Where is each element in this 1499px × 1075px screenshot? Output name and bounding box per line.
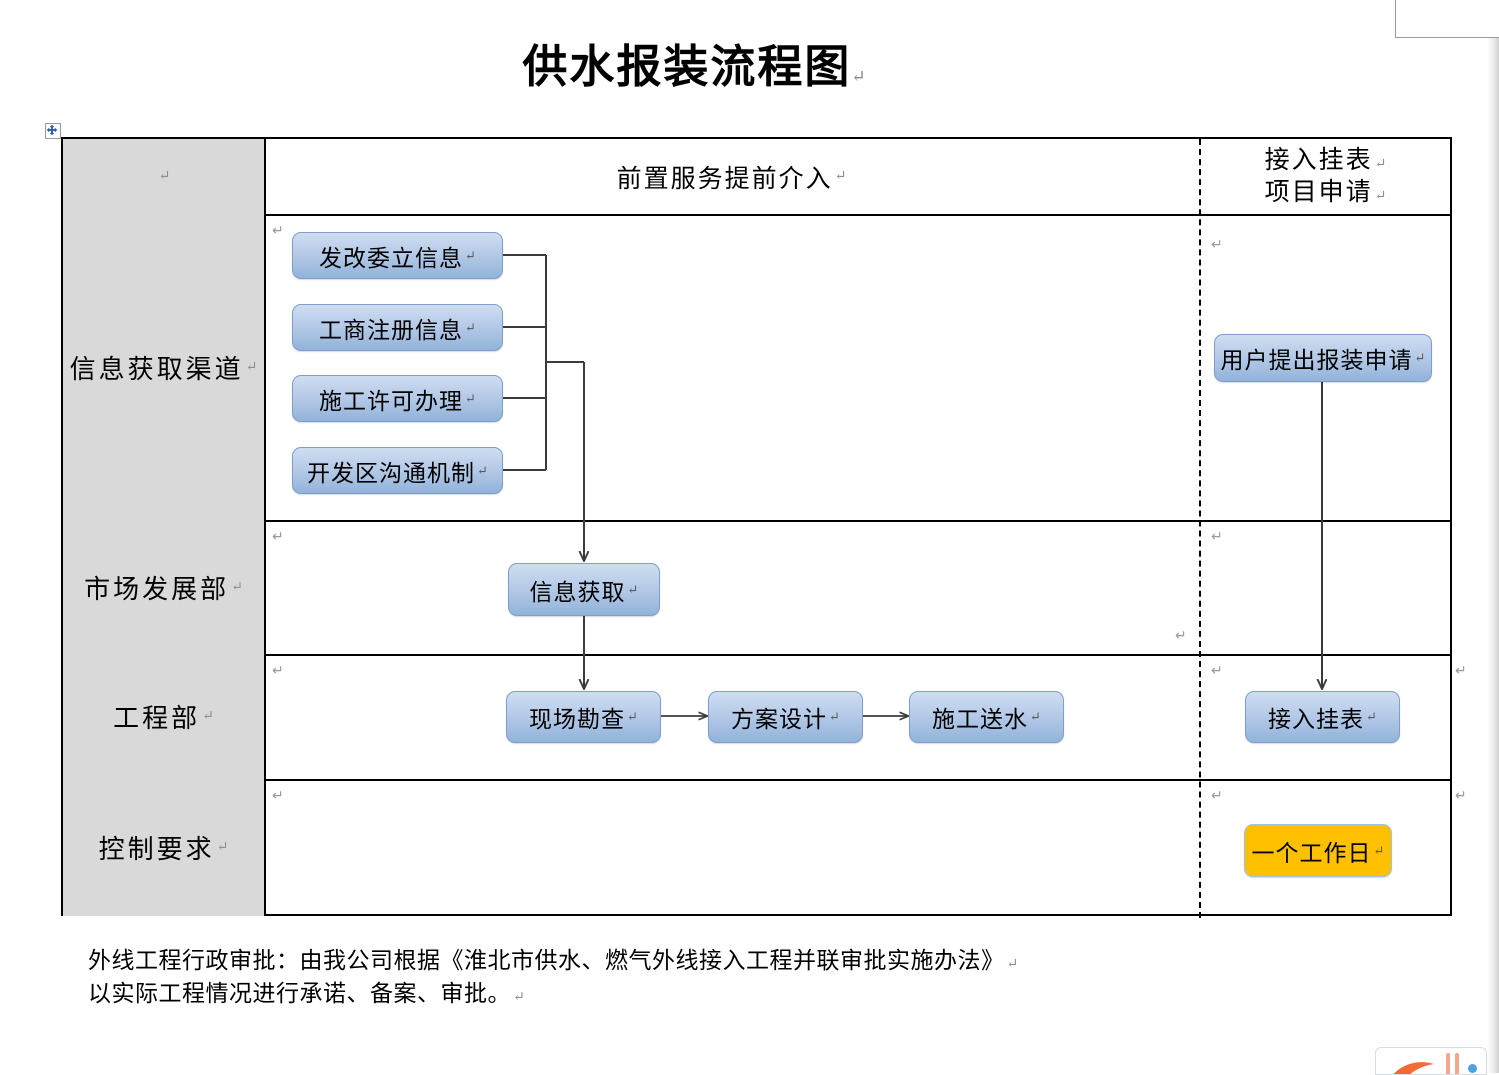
pilcrow-mark: ↵ <box>231 579 243 595</box>
pilcrow-mark: ↵ <box>851 67 868 86</box>
node-label: 方案设计 <box>731 707 828 732</box>
pilcrow-mark: ↵ <box>627 581 639 597</box>
pilcrow-mark: ↵ <box>272 222 284 238</box>
node-scheme-design[interactable]: 方案设计↵ <box>708 691 863 743</box>
node-meter-connection[interactable]: 接入挂表↵ <box>1245 691 1400 743</box>
header-phase-right-line2: 项目申请 <box>1264 178 1373 206</box>
pilcrow-mark: ↵ <box>1374 188 1387 204</box>
header-phase-left-label: 前置服务提前介入 <box>616 165 833 193</box>
page-title: 供水报装流程图↵ <box>0 30 1390 95</box>
pilcrow-mark: ↵ <box>834 169 847 184</box>
node-source-channel-3[interactable]: 施工许可办理↵ <box>292 375 503 422</box>
node-label: 用户提出报装申请 <box>1220 348 1413 373</box>
page-right-edge <box>1481 0 1499 1073</box>
pilcrow-mark: ↵ <box>627 709 638 724</box>
move-cross-icon <box>46 124 58 136</box>
row-separator-2 <box>63 520 1450 522</box>
icon-bar-2 <box>1455 1053 1459 1074</box>
node-label: 施工许可办理 <box>319 388 464 414</box>
row-label-text: 工程部 <box>113 704 201 733</box>
pilcrow-mark: ↵ <box>1211 787 1223 803</box>
pilcrow-mark: ↵ <box>513 990 525 1006</box>
header-corner-cell: ↵ <box>63 139 264 214</box>
node-label: 工商注册信息 <box>319 317 464 343</box>
pilcrow-mark: ↵ <box>1211 528 1223 544</box>
pilcrow-mark: ↵ <box>829 709 840 724</box>
node-label: 一个工作日 <box>1251 840 1372 866</box>
header-phase-right: 接入挂表↵ 项目申请↵ <box>1199 139 1452 214</box>
row-label-engineering: 工程部↵ <box>63 654 264 779</box>
pilcrow-mark: ↵ <box>1455 787 1467 803</box>
pilcrow-mark: ↵ <box>272 787 284 803</box>
node-label: 开发区沟通机制 <box>307 460 476 486</box>
icon-bar-1 <box>1446 1053 1450 1074</box>
row-label-text: 控制要求 <box>98 835 215 864</box>
pilcrow-mark: ↵ <box>1030 709 1041 724</box>
node-user-application[interactable]: 用户提出报装申请↵ <box>1214 334 1432 382</box>
pilcrow-mark: ↵ <box>1366 709 1377 724</box>
phase-divider-dashed <box>1199 139 1201 918</box>
footer-line-1: 外线工程行政审批：由我公司根据《淮北市供水、燃气外线接入工程并联审批实施办法》 <box>88 948 1005 973</box>
table-move-handle[interactable] <box>45 123 61 139</box>
icon-dot <box>1468 1064 1477 1073</box>
row-separator-3 <box>63 654 1450 656</box>
node-label: 接入挂表 <box>1268 707 1365 732</box>
row-label-market-development: 市场发展部↵ <box>63 520 264 654</box>
pilcrow-mark: ↵ <box>1373 842 1385 858</box>
node-label: 信息获取 <box>529 579 626 605</box>
node-source-channel-1[interactable]: 发改委立信息↵ <box>292 232 503 279</box>
pilcrow-mark: ↵ <box>1006 957 1019 972</box>
pilcrow-mark: ↵ <box>1414 350 1426 365</box>
node-source-channel-2[interactable]: 工商注册信息↵ <box>292 304 503 351</box>
pilcrow-mark: ↵ <box>465 247 476 263</box>
page-corner-marker <box>1395 0 1499 38</box>
page-title-text: 供水报装流程图 <box>522 42 852 92</box>
column-separator-label <box>264 139 266 914</box>
row-separator-4 <box>63 779 1450 781</box>
row-label-text: 市场发展部 <box>84 574 230 604</box>
node-site-survey[interactable]: 现场勘查↵ <box>506 691 661 743</box>
node-control-requirement[interactable]: 一个工作日↵ <box>1244 824 1392 877</box>
footer-line-2: 以实际工程情况进行承诺、备案、审批。 <box>88 981 511 1007</box>
pilcrow-mark: ↵ <box>216 840 229 855</box>
row-label-control-requirement: 控制要求↵ <box>63 779 264 916</box>
row-separator-1 <box>63 214 1450 216</box>
pilcrow-mark: ↵ <box>1211 662 1223 678</box>
pilcrow-mark: ↵ <box>465 319 476 335</box>
row-label-text: 信息获取渠道 <box>69 354 244 384</box>
taskbar-app-icon[interactable] <box>1375 1047 1487 1075</box>
pilcrow-mark: ↵ <box>272 528 284 544</box>
pilcrow-mark: ↵ <box>272 662 284 678</box>
pilcrow-mark: ↵ <box>1374 157 1387 173</box>
pilcrow-mark: ↵ <box>158 169 171 184</box>
node-construction-water-supply[interactable]: 施工送水↵ <box>909 691 1064 743</box>
pilcrow-mark: ↵ <box>477 462 488 478</box>
orange-swoosh-icon <box>1393 1062 1434 1074</box>
pilcrow-mark: ↵ <box>1455 662 1467 678</box>
header-phase-left: 前置服务提前介入↵ <box>264 139 1199 214</box>
flowchart-table: ↵ 前置服务提前介入↵ 接入挂表↵ 项目申请↵ 信息获取渠道↵ 市场发展部↵ 工… <box>61 137 1467 918</box>
row-label-information-channels: 信息获取渠道↵ <box>63 214 264 520</box>
node-label: 发改委立信息 <box>319 245 464 271</box>
node-label: 施工送水 <box>932 707 1029 732</box>
node-information-acquisition[interactable]: 信息获取↵ <box>508 563 660 616</box>
pilcrow-mark: ↵ <box>465 390 476 406</box>
pilcrow-mark: ↵ <box>245 359 258 375</box>
pilcrow-mark: ↵ <box>1211 236 1223 252</box>
pilcrow-mark: ↵ <box>202 709 214 724</box>
node-label: 现场勘查 <box>529 707 626 732</box>
node-source-channel-4[interactable]: 开发区沟通机制↵ <box>292 447 503 494</box>
header-phase-right-line1: 接入挂表 <box>1264 147 1373 175</box>
footer-note: 外线工程行政审批：由我公司根据《淮北市供水、燃气外线接入工程并联审批实施办法》↵… <box>88 944 1188 1011</box>
pilcrow-mark: ↵ <box>1175 627 1187 643</box>
